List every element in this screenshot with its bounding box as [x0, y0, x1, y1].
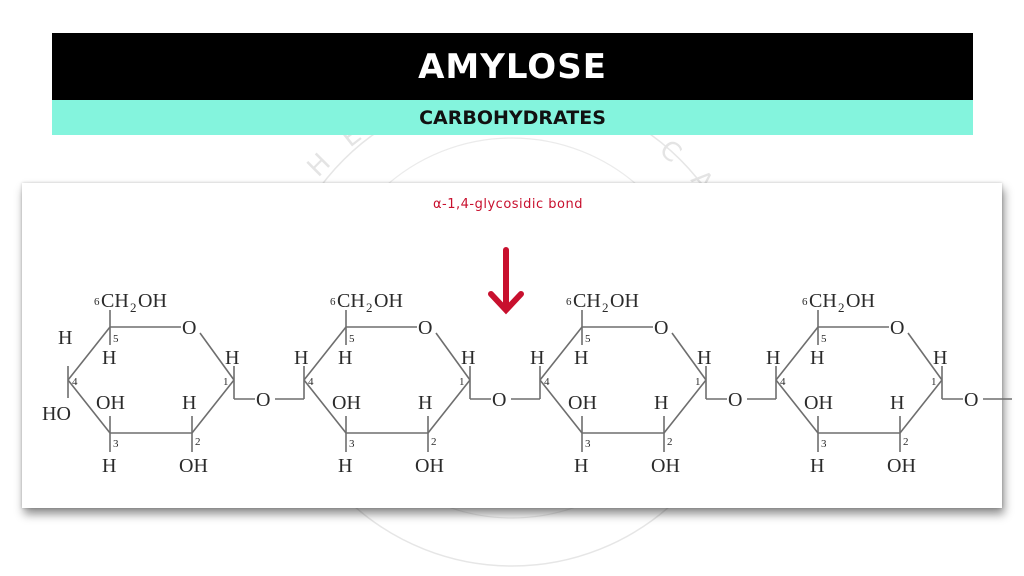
subtitle-banner: CARBOHYDRATES	[52, 100, 973, 135]
glucose-unit-4: H	[766, 290, 1013, 477]
glucose-unit-2: H	[294, 290, 541, 477]
page-subtitle: CARBOHYDRATES	[419, 106, 606, 129]
svg-text:H: H	[766, 347, 780, 369]
svg-text:H: H	[58, 327, 72, 349]
glucose-unit-1: H HO	[42, 290, 305, 477]
diagram-panel	[22, 183, 1002, 508]
svg-text:H: H	[294, 347, 308, 369]
glucose-unit-3: H	[530, 290, 777, 477]
glycosidic-bond-annotation: α-1,4-glycosidic bond	[432, 197, 583, 212]
svg-text:H: H	[530, 347, 544, 369]
down-arrow-icon	[488, 247, 524, 315]
title-banner: AMYLOSE	[52, 33, 973, 100]
page-title: AMYLOSE	[418, 46, 607, 87]
svg-text:HO: HO	[42, 403, 71, 425]
